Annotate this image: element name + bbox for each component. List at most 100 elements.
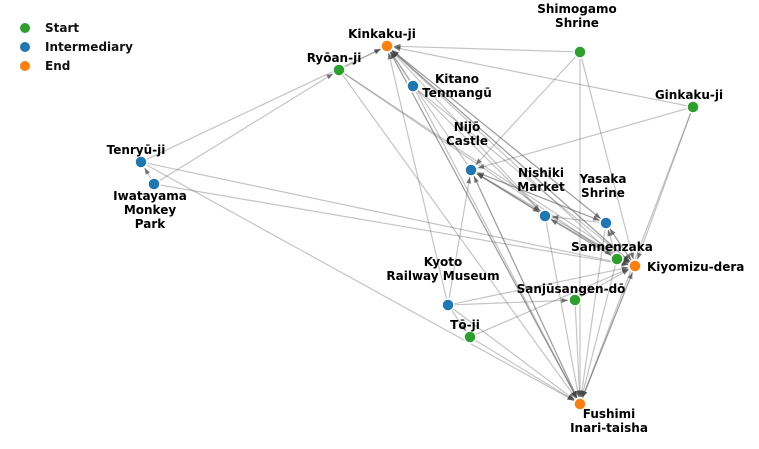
node-nishiki xyxy=(538,209,552,223)
node-label-shimogamo: Shimogamo xyxy=(537,2,616,16)
node-kinkakuji xyxy=(380,39,394,53)
edge-toji-to-fushimi xyxy=(474,339,575,401)
node-kyotorail xyxy=(441,298,455,312)
edge-fushimi-to-kiyomizu xyxy=(581,272,633,399)
edge-sannenzaka-to-fushimi xyxy=(580,264,617,398)
node-label-kitano: Kitano xyxy=(435,72,479,86)
edge-kinkakuji-to-fushimi xyxy=(389,51,578,399)
edge-tenryuji-to-kinkakuji xyxy=(146,48,381,160)
edge-sannenzaka-to-kinkakuji xyxy=(391,50,614,256)
node-sanjusangendo xyxy=(568,293,582,307)
node-label-kyotorail: Kyoto xyxy=(424,255,463,269)
node-label-nishiki: Market xyxy=(517,180,565,194)
edge-ginkakuji-to-kiyomizu xyxy=(636,112,692,260)
edge-iwatayama-to-kiyomizu xyxy=(159,184,629,267)
node-iwatayama xyxy=(147,177,161,191)
edge-sannenzaka-to-nishiki xyxy=(550,219,613,257)
edge-nijo-to-kiyomizu xyxy=(475,172,630,264)
node-label-tenryuji: Tenryū-ji xyxy=(107,143,166,157)
node-nijo xyxy=(464,163,478,177)
node-label-iwatayama: Park xyxy=(135,217,166,231)
legend-label-intermediary: Intermediary xyxy=(45,40,133,54)
legend-marker-start xyxy=(20,23,30,33)
edge-shimogamo-to-kinkakuji xyxy=(393,43,575,53)
edge-shimogamo-to-nijo xyxy=(475,55,577,166)
node-label-kiyomizu: Kiyomizu-dera xyxy=(647,260,744,274)
node-sannenzaka xyxy=(610,252,624,266)
edge-iwatayama-to-tenryuji xyxy=(144,167,152,180)
edge-yasaka-to-nishiki xyxy=(551,215,601,223)
edge-sanjusangendo-to-fushimi xyxy=(574,305,582,398)
edge-toji-to-kiyomizu xyxy=(475,268,629,336)
edge-kiyomizu-to-fushimi xyxy=(582,271,634,398)
edge-tenryuji-to-fushimi xyxy=(146,164,575,402)
edge-ryoanji-to-fushimi xyxy=(342,74,577,399)
edge-sannenzaka-to-yasaka xyxy=(607,229,616,254)
legend-item-start: Start xyxy=(20,21,79,35)
edge-tenryuji-to-kiyomizu xyxy=(146,162,629,266)
edge-kyotorail-to-nijo xyxy=(448,176,472,300)
node-fushimi xyxy=(573,397,587,411)
node-label-shimogamo: Shrine xyxy=(555,16,599,30)
edge-yasaka-to-kinkakuji xyxy=(392,49,602,220)
edge-nishiki-to-nijo xyxy=(476,173,541,214)
node-kiyomizu xyxy=(628,259,642,273)
edge-sanjusangendo-to-kiyomizu xyxy=(579,268,630,298)
node-label-toji: Tō-ji xyxy=(450,318,480,332)
node-label-kitano: Tenmangū xyxy=(422,86,492,100)
edge-shimogamo-to-kiyomizu xyxy=(580,57,635,260)
node-label-sanjusangendo: Sanjūsangen-dō xyxy=(517,282,626,296)
node-ryoanji xyxy=(332,63,346,77)
node-label-yasaka: Shrine xyxy=(581,186,625,200)
edge-kiyomizu-to-kinkakuji xyxy=(391,50,631,263)
edge-yasaka-to-fushimi xyxy=(579,228,606,398)
edge-nishiki-to-kinkakuji xyxy=(391,50,542,213)
node-ginkakuji xyxy=(686,100,700,114)
edge-ginkakuji-to-nijo xyxy=(477,108,688,169)
edge-ginkakuji-to-fushimi xyxy=(581,112,692,398)
node-label-iwatayama: Monkey xyxy=(124,203,177,217)
edge-nijo-to-yasaka xyxy=(476,171,600,221)
edge-kinkakuji-to-yasaka xyxy=(391,49,601,220)
node-tenryuji xyxy=(134,155,148,169)
legend: Start Intermediary End xyxy=(20,21,133,73)
edge-kyotorail-to-toji xyxy=(450,309,467,332)
edge-ryoanji-to-sannenzaka xyxy=(343,72,612,256)
legend-label-end: End xyxy=(45,59,70,73)
node-label-nishiki: Nishiki xyxy=(518,166,564,180)
label-layer: Kinkaku-jiRyōan-jiShimogamoShrineKitanoT… xyxy=(107,2,745,435)
node-label-ginkakuji: Ginkaku-ji xyxy=(655,88,723,102)
edge-nijo-to-kinkakuji xyxy=(390,51,469,166)
node-layer xyxy=(134,39,700,411)
node-label-kyotorail: Railway Museum xyxy=(386,269,499,283)
edge-kitano-to-nishiki xyxy=(416,89,541,212)
edge-nijo-to-nishiki xyxy=(475,172,540,213)
node-toji xyxy=(463,330,477,344)
edge-kitano-to-fushimi xyxy=(415,91,578,399)
node-label-kinkakuji: Kinkaku-ji xyxy=(348,27,416,41)
edge-fushimi-to-nijo xyxy=(473,176,579,399)
edge-iwatayama-to-ryoanji xyxy=(158,73,334,182)
legend-item-intermediary: Intermediary xyxy=(20,40,133,54)
edge-ginkakuji-to-kinkakuji xyxy=(393,46,688,107)
node-label-sannenzaka: Sannenzaka xyxy=(571,240,653,254)
edge-nishiki-to-fushimi xyxy=(545,221,580,398)
edge-nijo-to-fushimi xyxy=(472,175,578,398)
edge-kinkakuji-to-kiyomizu xyxy=(391,49,631,262)
node-yasaka xyxy=(599,216,613,230)
edge-kyotorail-to-sanjusangendo xyxy=(453,298,569,306)
node-label-yasaka: Yasaka xyxy=(578,172,626,186)
legend-marker-intermediary xyxy=(20,42,30,52)
node-label-ryoanji: Ryōan-ji xyxy=(307,51,362,65)
edge-kyotorail-to-kiyomizu xyxy=(453,266,629,305)
legend-item-end: End xyxy=(20,59,70,73)
node-shimogamo xyxy=(573,45,587,59)
edge-kyotorail-to-fushimi xyxy=(452,308,575,401)
node-label-nijo: Nijō xyxy=(454,120,481,134)
edge-sannenzaka-to-kiyomizu xyxy=(621,258,629,265)
edge-kyotorail-to-kinkakuji xyxy=(387,52,448,300)
edge-yasaka-to-nijo xyxy=(477,172,601,222)
edge-ryoanji-to-kiyomizu xyxy=(343,72,630,263)
node-label-fushimi: Inari-taisha xyxy=(570,421,648,435)
